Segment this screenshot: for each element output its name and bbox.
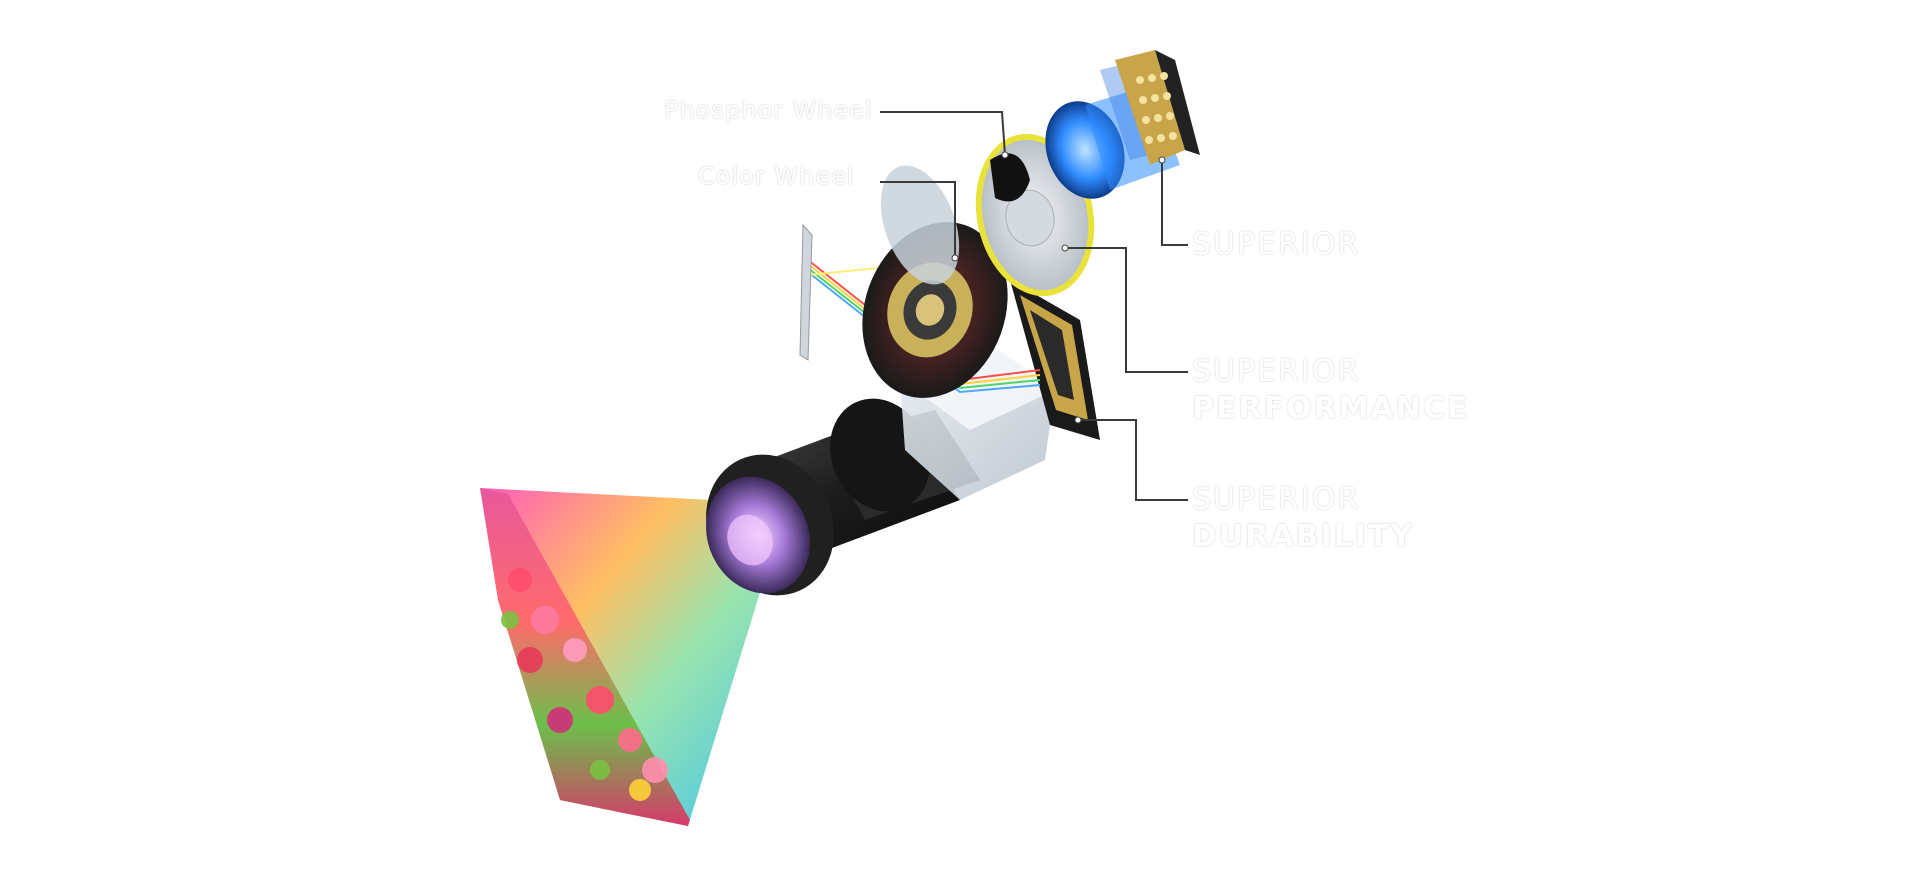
superior-durability-line1: SUPERIOR [1192, 482, 1361, 517]
condenser-lens [880, 165, 960, 285]
laser-module [1045, 50, 1200, 199]
superior-performance-line1: SUPERIOR [1192, 354, 1361, 389]
laser-diode-array [1136, 72, 1177, 144]
superior-performance-line2: PERFORMANCE [1192, 391, 1470, 426]
superior-label-1: SUPERIOR [1192, 227, 1361, 262]
color-wheel-component [862, 222, 1008, 398]
leader-dots [951, 151, 1166, 424]
color-wheel-label: Color Wheel [698, 162, 855, 190]
fold-mirror [799, 223, 813, 361]
phosphor-wheel-label: Phosphor Wheel [664, 96, 873, 124]
tulip-field [501, 568, 668, 801]
superior-durability-line2: DURABILITY [1192, 519, 1415, 554]
dmd-chip [1010, 280, 1100, 440]
leader-lines [880, 111, 1188, 501]
projection-beam [480, 488, 770, 826]
